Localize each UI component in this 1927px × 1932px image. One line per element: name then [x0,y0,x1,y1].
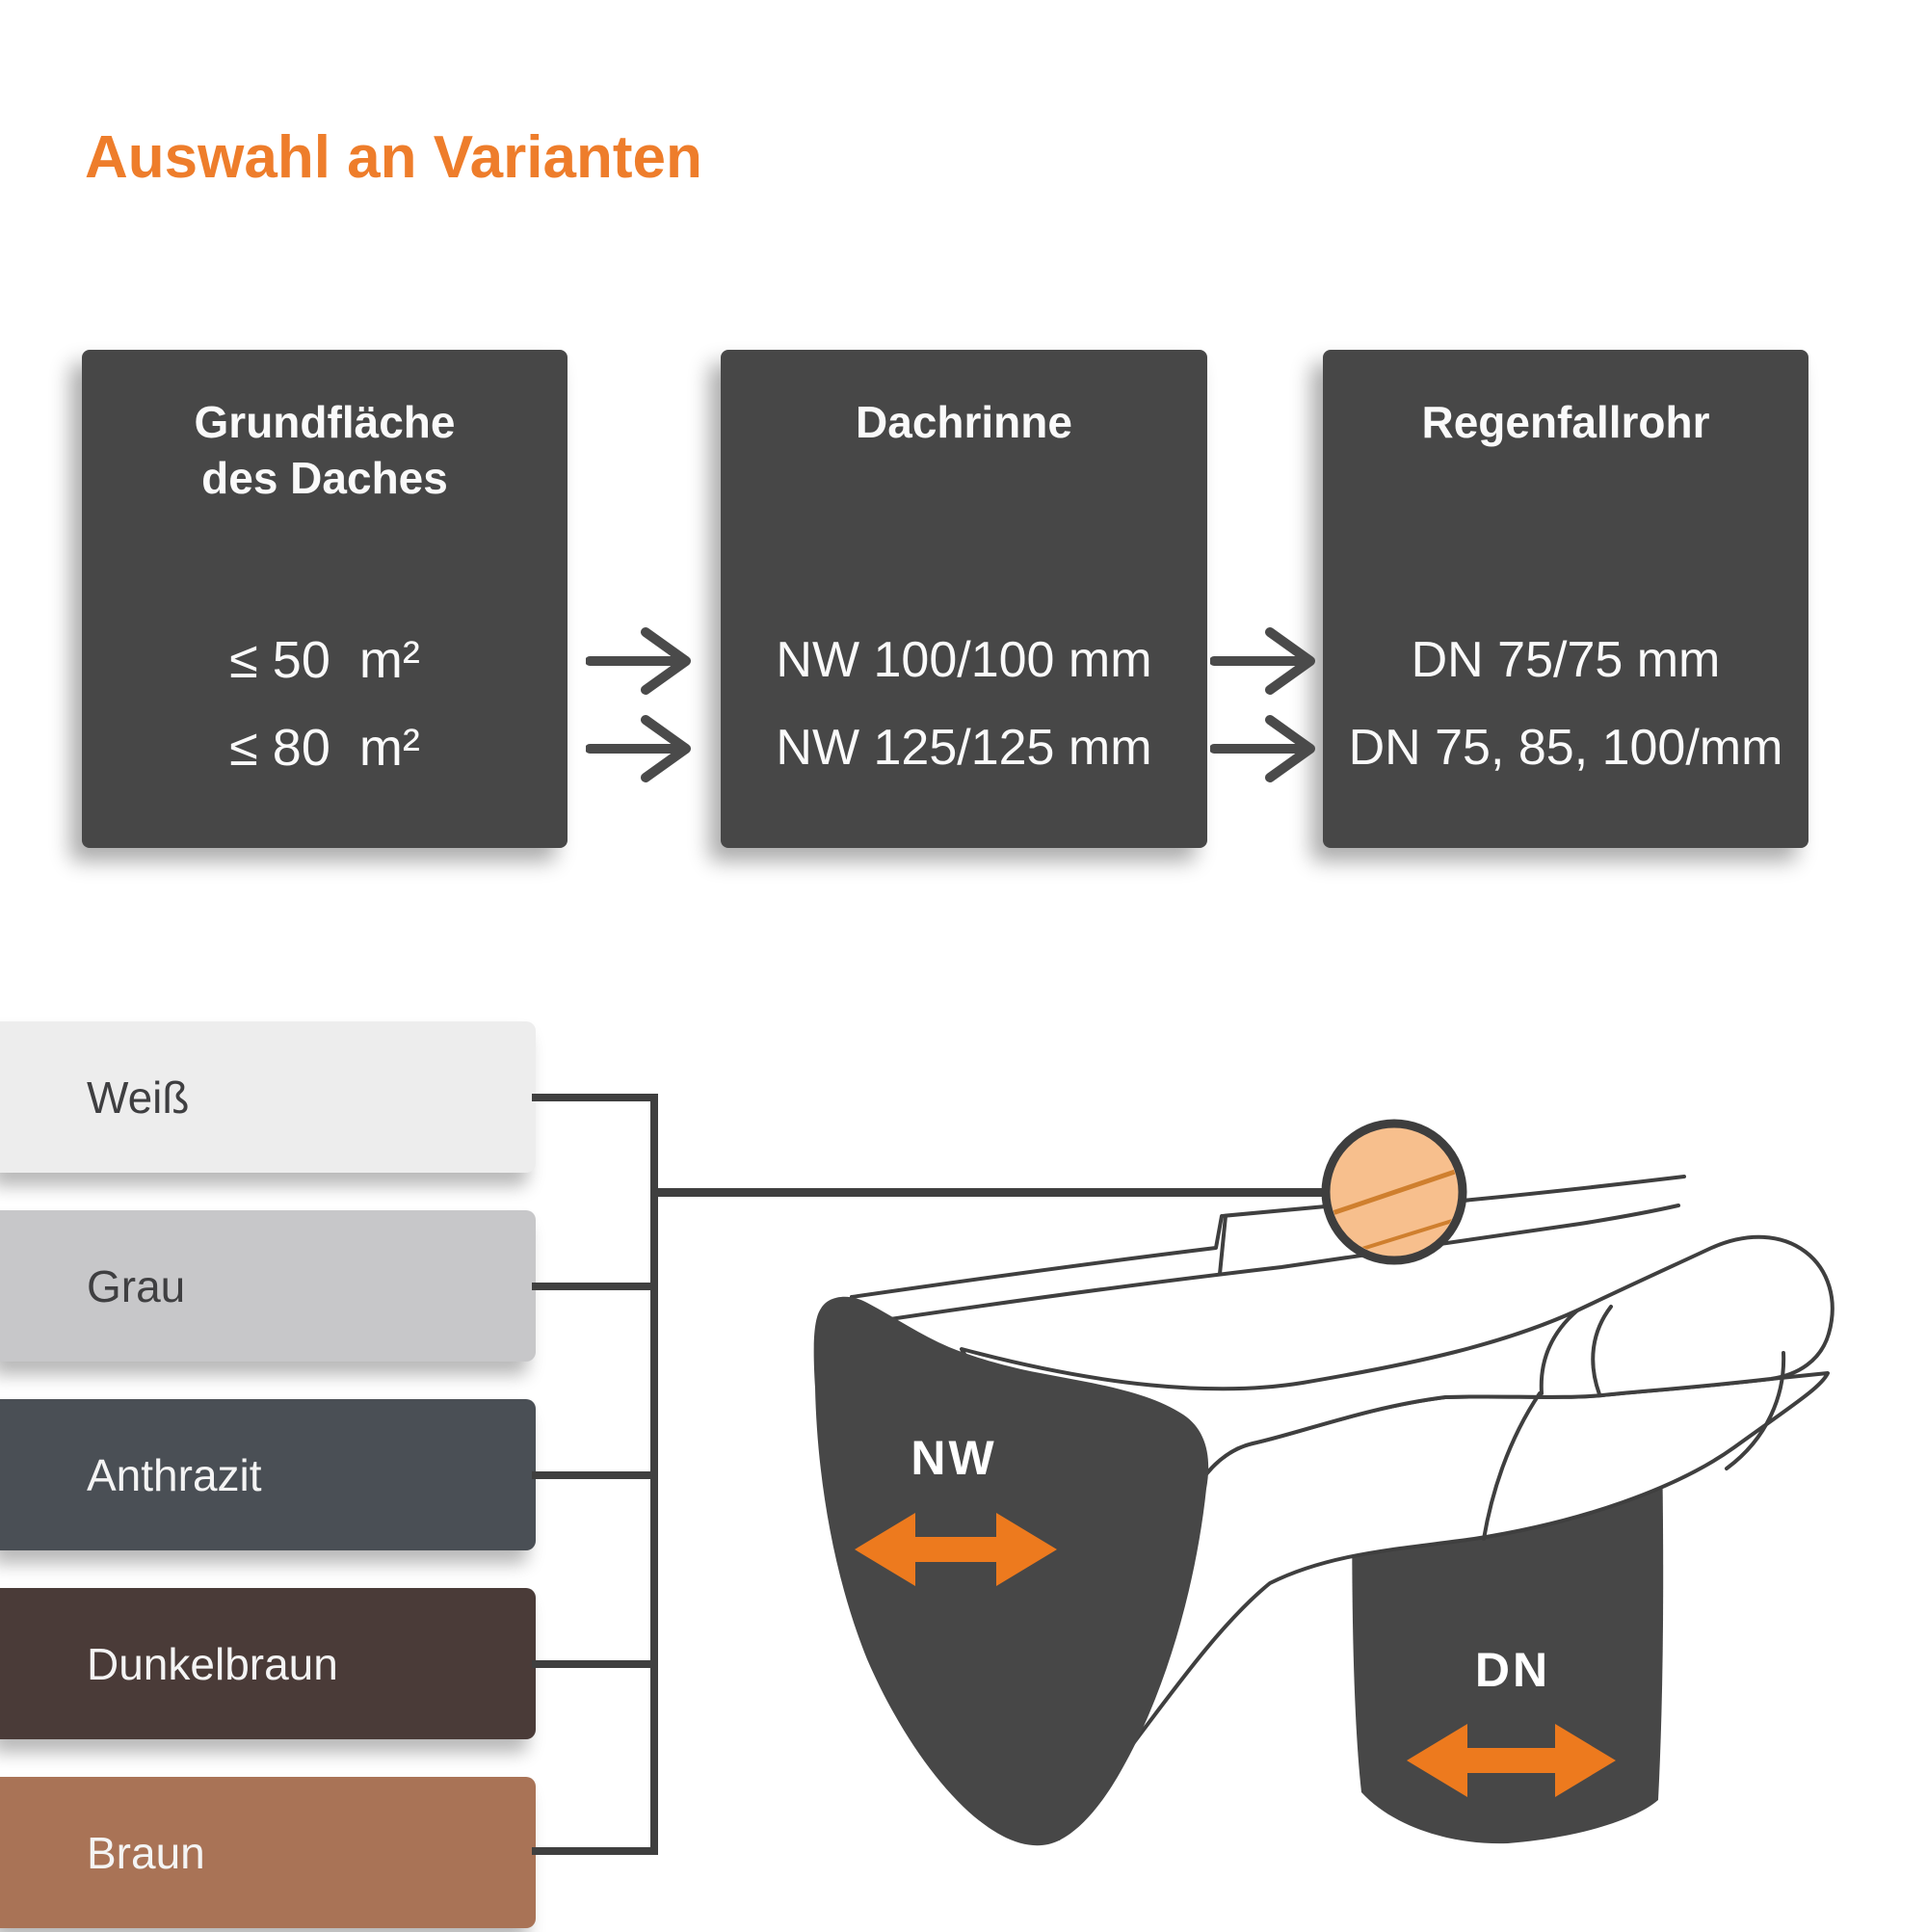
color-swatch-grau: Grau [0,1210,536,1362]
connector-spine [650,1094,658,1855]
swatch-label: Braun [87,1827,205,1878]
color-swatch-weiss: Weiß [0,1021,536,1173]
gutter-illustration: NW DN [809,1060,1927,1927]
flow-box-value: NW 100/100 mm [776,632,1152,688]
color-swatch-dunkelbraun: Dunkelbraun [0,1588,536,1739]
color-swatch-anthrazit: Anthrazit [0,1399,536,1550]
swatch-label: Anthrazit [87,1449,262,1500]
connector-branch-line [650,1188,1360,1197]
gutter-back-rail [850,1175,1686,1326]
color-swatch-braun: Braun [0,1777,536,1928]
swatch-label: Weiß [87,1072,190,1123]
flow-box-value: NW 125/125 mm [776,720,1152,776]
right-arrow-icon [1209,624,1326,698]
connector-line [532,1847,654,1855]
dn-double-arrow-icon [1407,1724,1616,1797]
swatch-label: Grau [87,1260,186,1311]
page-title: Auswahl an Varianten [85,124,702,191]
gutter-width-label: NW [911,1431,996,1485]
right-arrow-icon [1209,712,1326,785]
nw-double-arrow-icon [855,1513,1057,1586]
flow-box-value: ≤ 50 m² [229,631,420,689]
connector-line [532,1094,654,1101]
swatch-label: Dunkelbraun [87,1638,338,1689]
connector-line [532,1660,654,1668]
connector-line [532,1283,654,1290]
flow-box-value: DN 75, 85, 100/mm [1348,720,1783,776]
flow-box-title: Dachrinne [856,397,1072,447]
downpipe-diameter-label: DN [1475,1643,1550,1697]
flow-box-value: ≤ 80 m² [229,719,420,777]
gutter-joint-lines [1482,1305,1786,1541]
right-arrow-icon [585,624,701,698]
flow-box-value: DN 75/75 mm [1411,632,1721,688]
flow-box-gutter: Dachrinne NW 100/100 mm NW 125/125 mm [721,350,1207,848]
right-arrow-icon [585,712,701,785]
flow-box-title: Regenfallrohr [1421,397,1710,447]
flow-box-downpipe: Regenfallrohr DN 75/75 mm DN 75, 85, 100… [1323,350,1808,848]
connector-line [532,1471,654,1479]
